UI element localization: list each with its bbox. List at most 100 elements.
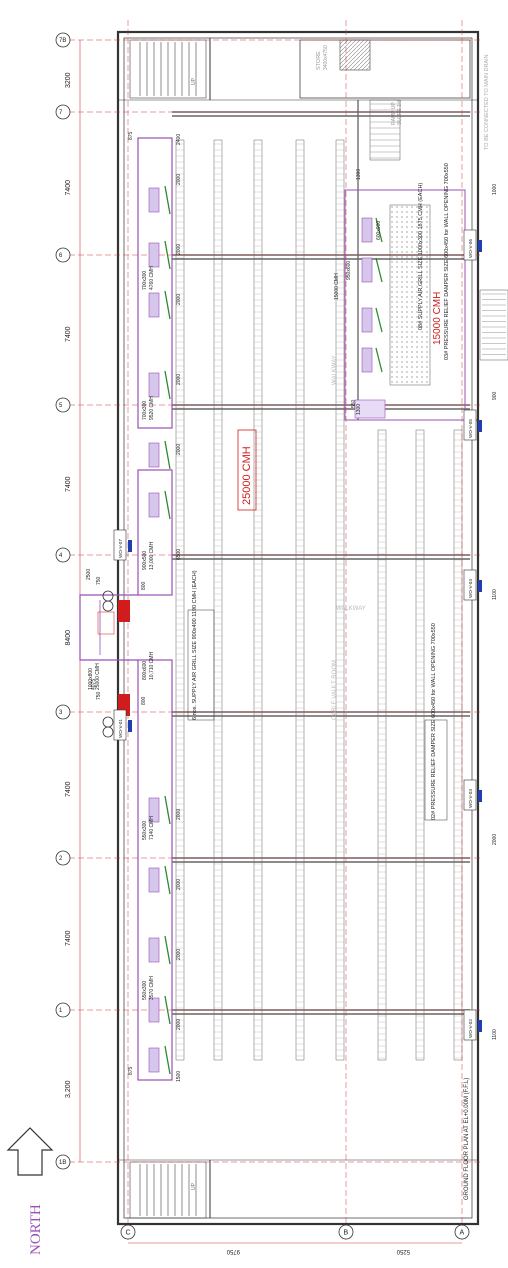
dimension-label: 2500 [86, 569, 92, 580]
column-dimension: 7400 [65, 326, 72, 342]
walkway-2: WALKWAY [336, 606, 366, 612]
unit-tag: WO-V-03 [468, 789, 473, 808]
duct-flow: 25000 CMH [95, 663, 101, 690]
grid-bubble-label: A [460, 1230, 465, 1237]
dimension-label: 2000 [176, 174, 182, 185]
grid-bubble-label: 7 [59, 110, 63, 116]
ramp-label: RAMP UP [391, 102, 397, 125]
dimension-label: 600x900 [376, 221, 382, 240]
ahu-zone: 950x600 [344, 189, 466, 421]
row-dimension: 5250 [396, 1248, 410, 1254]
unit-tags: WO-V-01WO-V-02WO-V-03WO-V-04WO-V-05WO-V-… [113, 229, 482, 1041]
store-room: STORE 3400x4750 TO BE CONNECTED TO MAIN … [299, 39, 490, 150]
airflow-arrow [164, 185, 171, 215]
supply-grill [361, 307, 373, 333]
duct-size: 550x300 [142, 821, 148, 840]
column-dimension: 7400 [65, 781, 72, 797]
airflow-branch: 15000 CMH [432, 292, 443, 345]
airflow-arrow [164, 440, 171, 470]
damper-icon [478, 1020, 482, 1032]
duct-flow: 9520 CMH [149, 396, 155, 420]
unit-tag-box [463, 1009, 477, 1041]
duct-size: 1000x800 [88, 668, 94, 690]
airflow-arrow [164, 935, 171, 965]
supply-grill [148, 292, 160, 318]
supply-grill [148, 492, 160, 518]
grid-bubble-label: 1B [59, 1160, 66, 1166]
damper-icon [478, 790, 482, 802]
grid-bubble [55, 397, 71, 413]
dimension-label: 2000 [176, 444, 182, 455]
grid-bubble-label: 6 [59, 253, 63, 259]
grid-bubble-label: 5 [59, 403, 63, 409]
supply-grill [148, 1047, 160, 1073]
dimension-label: 2000 [492, 834, 498, 845]
airflow-arrow [375, 217, 383, 243]
dimension-label: 900 [492, 391, 498, 400]
duct-flow: 13,000 CMH [149, 542, 155, 570]
unit-tag-box [463, 409, 477, 441]
grid-bubble-label: 2 [59, 856, 63, 862]
cable-tray [453, 429, 463, 1061]
unit-tag-box [113, 529, 127, 561]
damper-icon [128, 720, 132, 732]
supply-grill [148, 187, 160, 213]
dimension-label: 2000 [176, 1019, 182, 1030]
grid-bubble [55, 247, 71, 263]
stair-up-2: UP [191, 1182, 197, 1190]
airflow-arrow [375, 257, 383, 283]
unit-tag: WO-V-07 [118, 539, 123, 558]
cable-tray [377, 429, 387, 1061]
dimension-label: 875 [128, 1066, 134, 1075]
dimension-label: 550 [351, 399, 357, 408]
grid-bubble-label: 7B [59, 38, 66, 44]
airflow-arrow [164, 995, 171, 1025]
drain-note: TO BE CONNECTED TO MAIN DRAIN [484, 54, 490, 150]
airflow-arrow [164, 290, 171, 320]
duct-flow: 7140 CMH [149, 816, 155, 840]
stair-north [129, 39, 207, 99]
grid-bubble [55, 547, 71, 563]
supply-grill [148, 442, 160, 468]
grid-bubble [55, 104, 71, 120]
unit-tag: WO-V-01 [118, 719, 123, 738]
unit-tag: WO-V-06 [468, 239, 473, 258]
grid-bubble-label: 3 [59, 710, 63, 716]
grid-bubble [55, 704, 71, 720]
dimension-label: 1000 [492, 184, 498, 195]
unit-tag-box [463, 569, 477, 601]
column-dimension: 3,200 [65, 1080, 72, 1098]
dimension-label: 1300 [356, 169, 362, 180]
airflow-arrow [164, 240, 171, 270]
airflow-arrow [375, 307, 383, 333]
dimension-label: 1300 [356, 404, 362, 415]
airflow-arrow [164, 795, 171, 825]
airflow-arrow [375, 347, 383, 373]
supply-grill-note-1: 6 nos. SUPPLY AIR GRILL SIZE 900x400 119… [192, 570, 198, 720]
supply-grill [361, 347, 373, 373]
grid-bubble [120, 1224, 136, 1240]
dimension-label: 2000 [176, 949, 182, 960]
duct-flow: 10,710 CMH [149, 652, 155, 680]
grid-bubble [55, 1154, 71, 1170]
supply-grill [148, 372, 160, 398]
dimension-label: 800 [141, 696, 147, 705]
unit-tag-box [113, 709, 127, 741]
grid-bubble [338, 1224, 354, 1240]
airflow-main: 25000 CMH [241, 446, 253, 505]
grid-bubble-label: 4 [59, 553, 63, 559]
cable-tray [415, 429, 425, 1061]
duct-size: 800x600 [142, 661, 148, 680]
damper-icon [128, 540, 132, 552]
dimension-label: 2400 [176, 134, 182, 145]
dimension-label: 2000 [176, 374, 182, 385]
stair-up-1: UP [191, 77, 197, 85]
grid-bubble-label: 1 [59, 1008, 63, 1014]
airflow-arrow [164, 865, 171, 895]
dimension-label: 2000 [176, 294, 182, 305]
dimension-label: 1100 [492, 589, 498, 600]
duct-size: 900x500 [142, 551, 148, 570]
